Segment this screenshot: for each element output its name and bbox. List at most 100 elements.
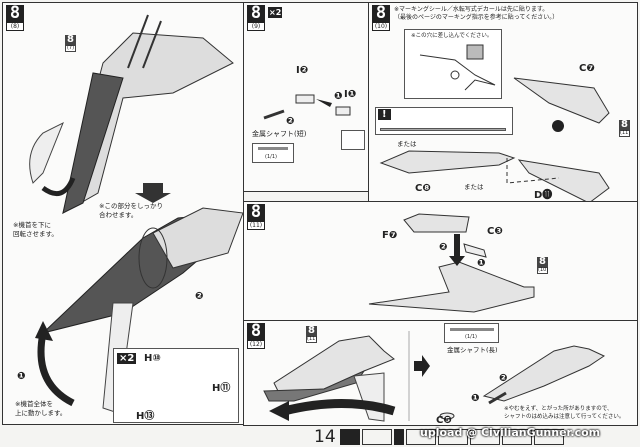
nose-dark: [62, 72, 124, 214]
fit-highlight: [138, 227, 168, 289]
page-number: 14: [314, 427, 336, 447]
step-panel-8-8: 8(8) 8(7) ※機首を下に回転させます。 ※この部分をしっかり合わせます。…: [2, 2, 244, 425]
up-arrow: [37, 332, 75, 407]
ref-num: 8: [619, 120, 630, 130]
step-panel-8-11: 8(11) F❼ C❸ ❷ ❶ 8(10): [243, 201, 638, 321]
step-num: 8: [6, 5, 24, 22]
ref-num: 8: [306, 326, 317, 336]
step-sub: (11): [247, 221, 265, 230]
inset-note: ※この穴に差し込んでください。: [411, 33, 493, 39]
note-rotate: ※機首を下に回転させます。: [13, 221, 58, 239]
page-footer: 14 upload @ CivilianGunner.com: [0, 425, 640, 447]
part-f7: [403, 213, 470, 233]
step-num: 8: [372, 5, 390, 22]
aircraft-lower-body: [152, 207, 244, 269]
part-label-c3: C❸: [487, 226, 503, 237]
part-d11: [517, 159, 610, 203]
warning-icon: !: [378, 109, 391, 120]
assembly-path: [506, 158, 560, 184]
part-label-c5: C❺: [436, 415, 452, 426]
step-sub: (9): [247, 22, 265, 31]
or-text: または: [464, 183, 484, 191]
shaft-label: 金属シャフト(短): [252, 130, 307, 138]
note-line: ※機首を下に: [13, 221, 51, 229]
note-line: シャフトのはめ込みは注意して行ってください。: [504, 414, 625, 420]
shaft: [488, 391, 507, 405]
antenna: [127, 14, 149, 69]
part-label: H⑪: [212, 383, 231, 394]
step-sub: (10): [372, 22, 390, 31]
note-line: （最後のページのマーキング指示を参考に貼ってください。）: [394, 14, 559, 21]
ref-num: 8: [537, 257, 548, 267]
step-number: 8(10): [372, 5, 390, 31]
step-sub: (12): [247, 340, 265, 349]
ref-step-8-10: 8(10): [537, 257, 548, 274]
step-marker-2: ❷: [439, 242, 448, 253]
part-c7: [513, 77, 610, 124]
step-number: 8(12): [247, 323, 265, 349]
part-i1: [335, 106, 351, 116]
or-text: または: [397, 140, 417, 148]
step-panel-8-12: 8(12) 8(11) (1/1) 金属シャフト(長) ❷ ❶ C❺ ※やむをえ…: [243, 320, 638, 426]
down-arrow: [135, 183, 171, 203]
detail-inset-h-parts: ×2 H⑩ H⑪ H⑬: [113, 348, 239, 423]
wing-assembly-illustration: [368, 213, 535, 313]
note-fit: ※この部分をしっかり合わせます。: [99, 202, 163, 220]
quantity-badge: ×2: [117, 353, 137, 364]
ref-num: 8: [65, 35, 76, 45]
part-label: H⑬: [136, 411, 155, 422]
part-label: I❷: [296, 65, 309, 76]
step-num: 8: [247, 5, 265, 22]
rotate-arrow: [41, 176, 76, 197]
ref-step-8-7: 8(7): [65, 35, 76, 52]
wing-final: [482, 345, 606, 402]
shaft-count: (1/1): [465, 334, 477, 340]
ref-step-8-11: 8(11): [619, 120, 630, 137]
step-marker-1: ❶: [477, 258, 486, 269]
glue-icon: [552, 120, 564, 132]
part-label-c7: C❼: [579, 63, 595, 74]
note-line: 上に動かします。: [15, 409, 67, 417]
nose-cone: [29, 121, 64, 184]
shaft-box: (1/1): [444, 323, 499, 343]
step-marker-2: ❷: [195, 291, 204, 302]
step-marker-2: ❷: [499, 373, 508, 384]
part-label: H⑩: [144, 353, 161, 364]
step-panel-8-10: 8(10) ※マーキングシール／水転写式デカールは先に貼ります。（最後のページの…: [368, 2, 638, 203]
shaft-box: (1/1): [252, 143, 294, 163]
part-label-d11: D⓫: [534, 190, 553, 201]
part-label-f7: F❼: [382, 230, 398, 241]
detail-inset: ※この穴に差し込んでください。: [404, 29, 502, 99]
shaft: [263, 109, 285, 120]
ref-sub: (7): [65, 45, 76, 52]
tail-fin: [353, 372, 385, 422]
step-number: 8(11): [247, 204, 265, 230]
next-arrow: [414, 355, 430, 377]
note-line: 回転させます。: [13, 230, 58, 238]
marking-note: ※マーキングシール／水転写式デカールは先に貼ります。（最後のページのマーキング指…: [394, 6, 558, 22]
ref-sub: (11): [619, 130, 631, 137]
part-label-c8: C❽: [415, 183, 431, 194]
step-marker-2: ❷: [286, 116, 295, 127]
part-detail: [341, 130, 365, 150]
assembly-illustration-8: [29, 14, 244, 414]
quantity-badge: ×2: [268, 7, 283, 18]
antenna: [142, 20, 162, 69]
arrow-2: [454, 234, 460, 256]
legend-icons: [340, 429, 636, 445]
step-marker-1: ❶: [17, 371, 26, 382]
note-line: ※マーキングシール／水転写式デカールは先に貼ります。: [394, 6, 549, 13]
shaft-count: (1/1): [265, 154, 277, 160]
part-i2: [295, 94, 315, 104]
ref-sub: (10): [537, 267, 549, 274]
up-arrow-head: [35, 321, 53, 341]
step-marker-1: ❶: [334, 91, 343, 102]
step-number: 8(8): [6, 5, 24, 31]
wing-illustration: [379, 77, 610, 203]
step-sub: (8): [6, 22, 24, 31]
note-move-up: ※機首全体を上に動かします。: [15, 400, 66, 418]
warning-box: !: [375, 107, 513, 135]
note-line: 合わせます。: [99, 211, 138, 219]
part-c5: [439, 412, 455, 420]
step-number: 8(9): [247, 5, 265, 31]
